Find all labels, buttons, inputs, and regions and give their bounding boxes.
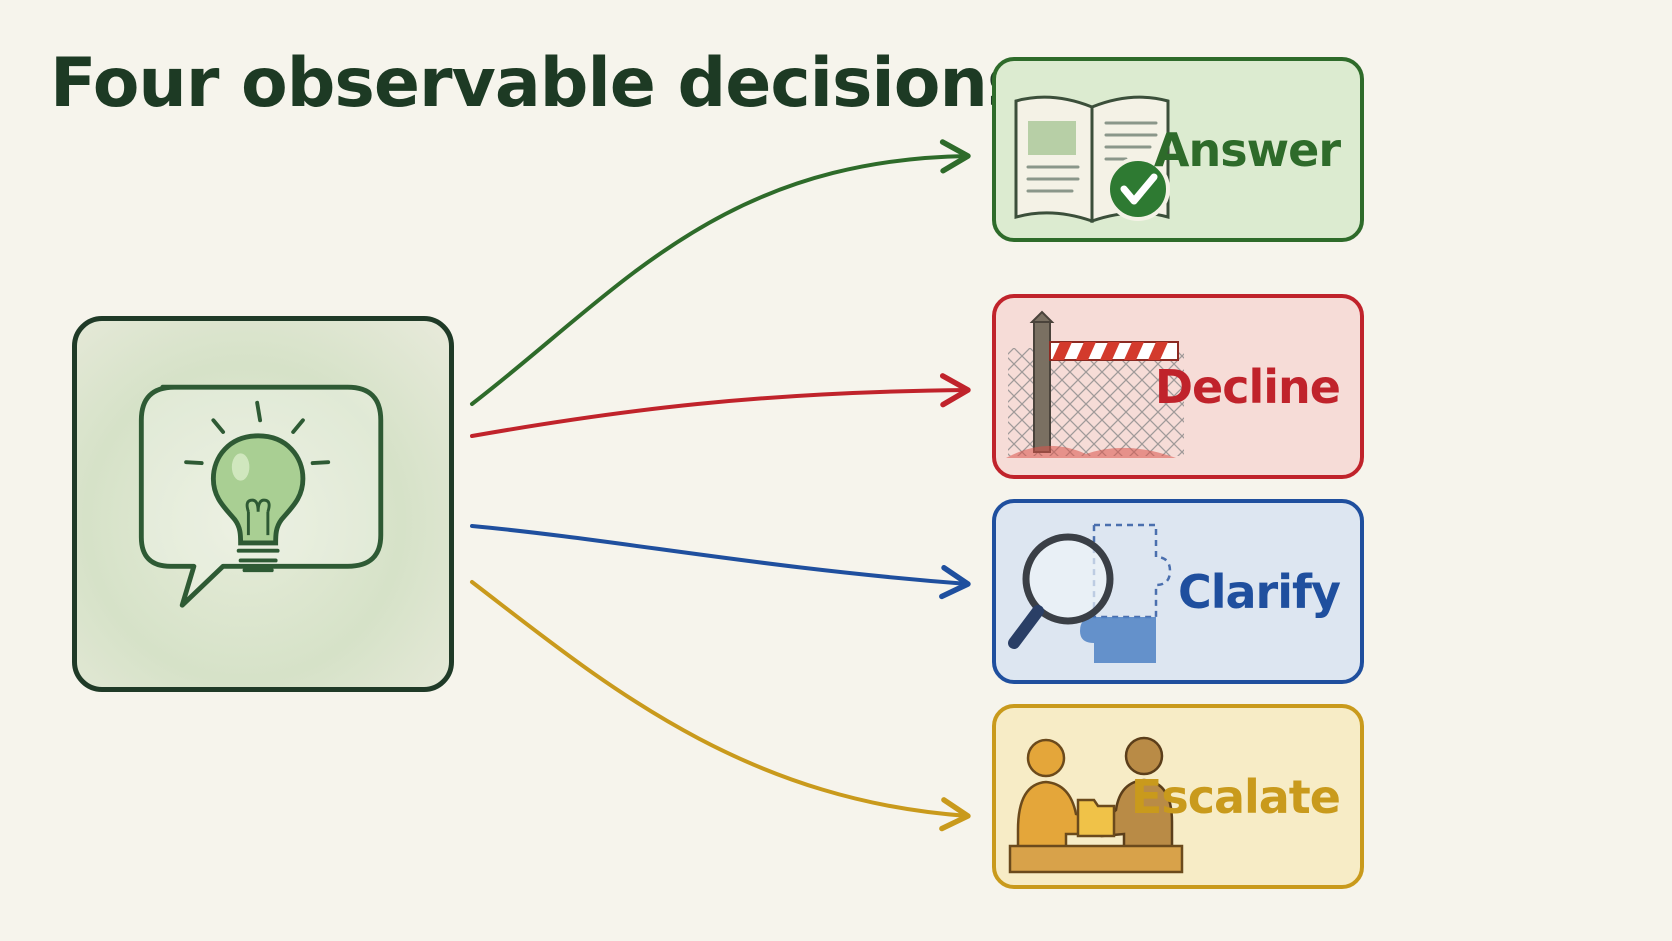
arrow-answer [470,139,971,406]
barrier-fence-icon [1006,310,1184,458]
decision-card-answer: Answer [992,57,1364,242]
decision-card-clarify: Clarify [992,499,1364,684]
arrow-escalate [470,580,971,832]
magnifier-puzzle-icon [1008,523,1172,663]
decision-card-decline: Decline [992,294,1364,479]
decision-label-answer: Answer [1153,122,1341,177]
page-title: Four observable decisions [50,44,1027,123]
decision-label-decline: Decline [1154,359,1341,414]
arrow-decline [470,373,971,438]
decision-label-clarify: Clarify [1177,564,1341,619]
arrow-clarify [470,524,971,600]
source-card [72,316,454,692]
decision-card-escalate: Escalate [992,704,1364,889]
lightbulb-speech-bubble-icon [138,384,384,608]
book-checkmark-icon [1014,95,1170,224]
decision-label-escalate: Escalate [1130,769,1341,824]
handoff-folder-icon [1008,736,1184,874]
